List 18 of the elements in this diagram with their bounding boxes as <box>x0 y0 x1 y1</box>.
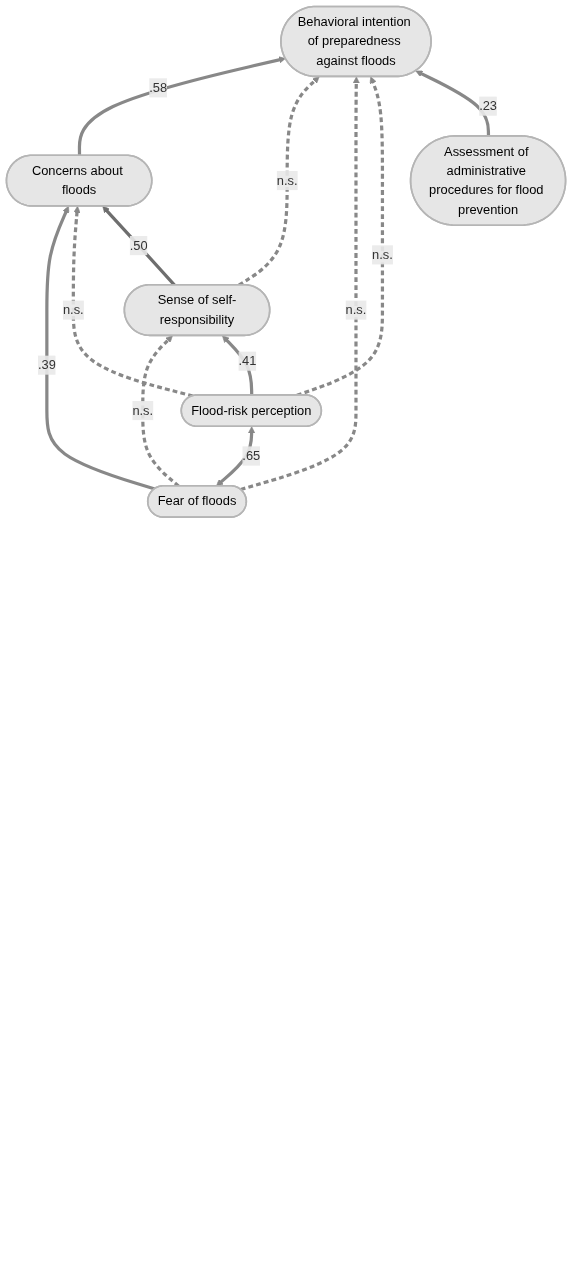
arrow <box>216 426 256 487</box>
arrow <box>222 335 254 396</box>
arrow <box>45 205 156 491</box>
arrow <box>71 205 194 398</box>
arrow <box>77 56 286 156</box>
arrow <box>240 76 360 492</box>
edge-label: .65 <box>242 448 261 463</box>
edge-label: n.s. <box>62 302 84 317</box>
edge-label: n.s. <box>372 247 393 262</box>
arrow <box>415 70 491 137</box>
edge-label: n.s. <box>276 173 298 187</box>
edge-label: .58 <box>149 80 168 95</box>
edge-label: .39 <box>37 357 56 372</box>
edge-label: .41 <box>238 353 257 368</box>
edge-label: n.s. <box>345 302 367 317</box>
edge-label: .50 <box>129 238 148 253</box>
edge-label: n.s. <box>132 403 154 417</box>
edge-label: .23 <box>479 98 498 113</box>
